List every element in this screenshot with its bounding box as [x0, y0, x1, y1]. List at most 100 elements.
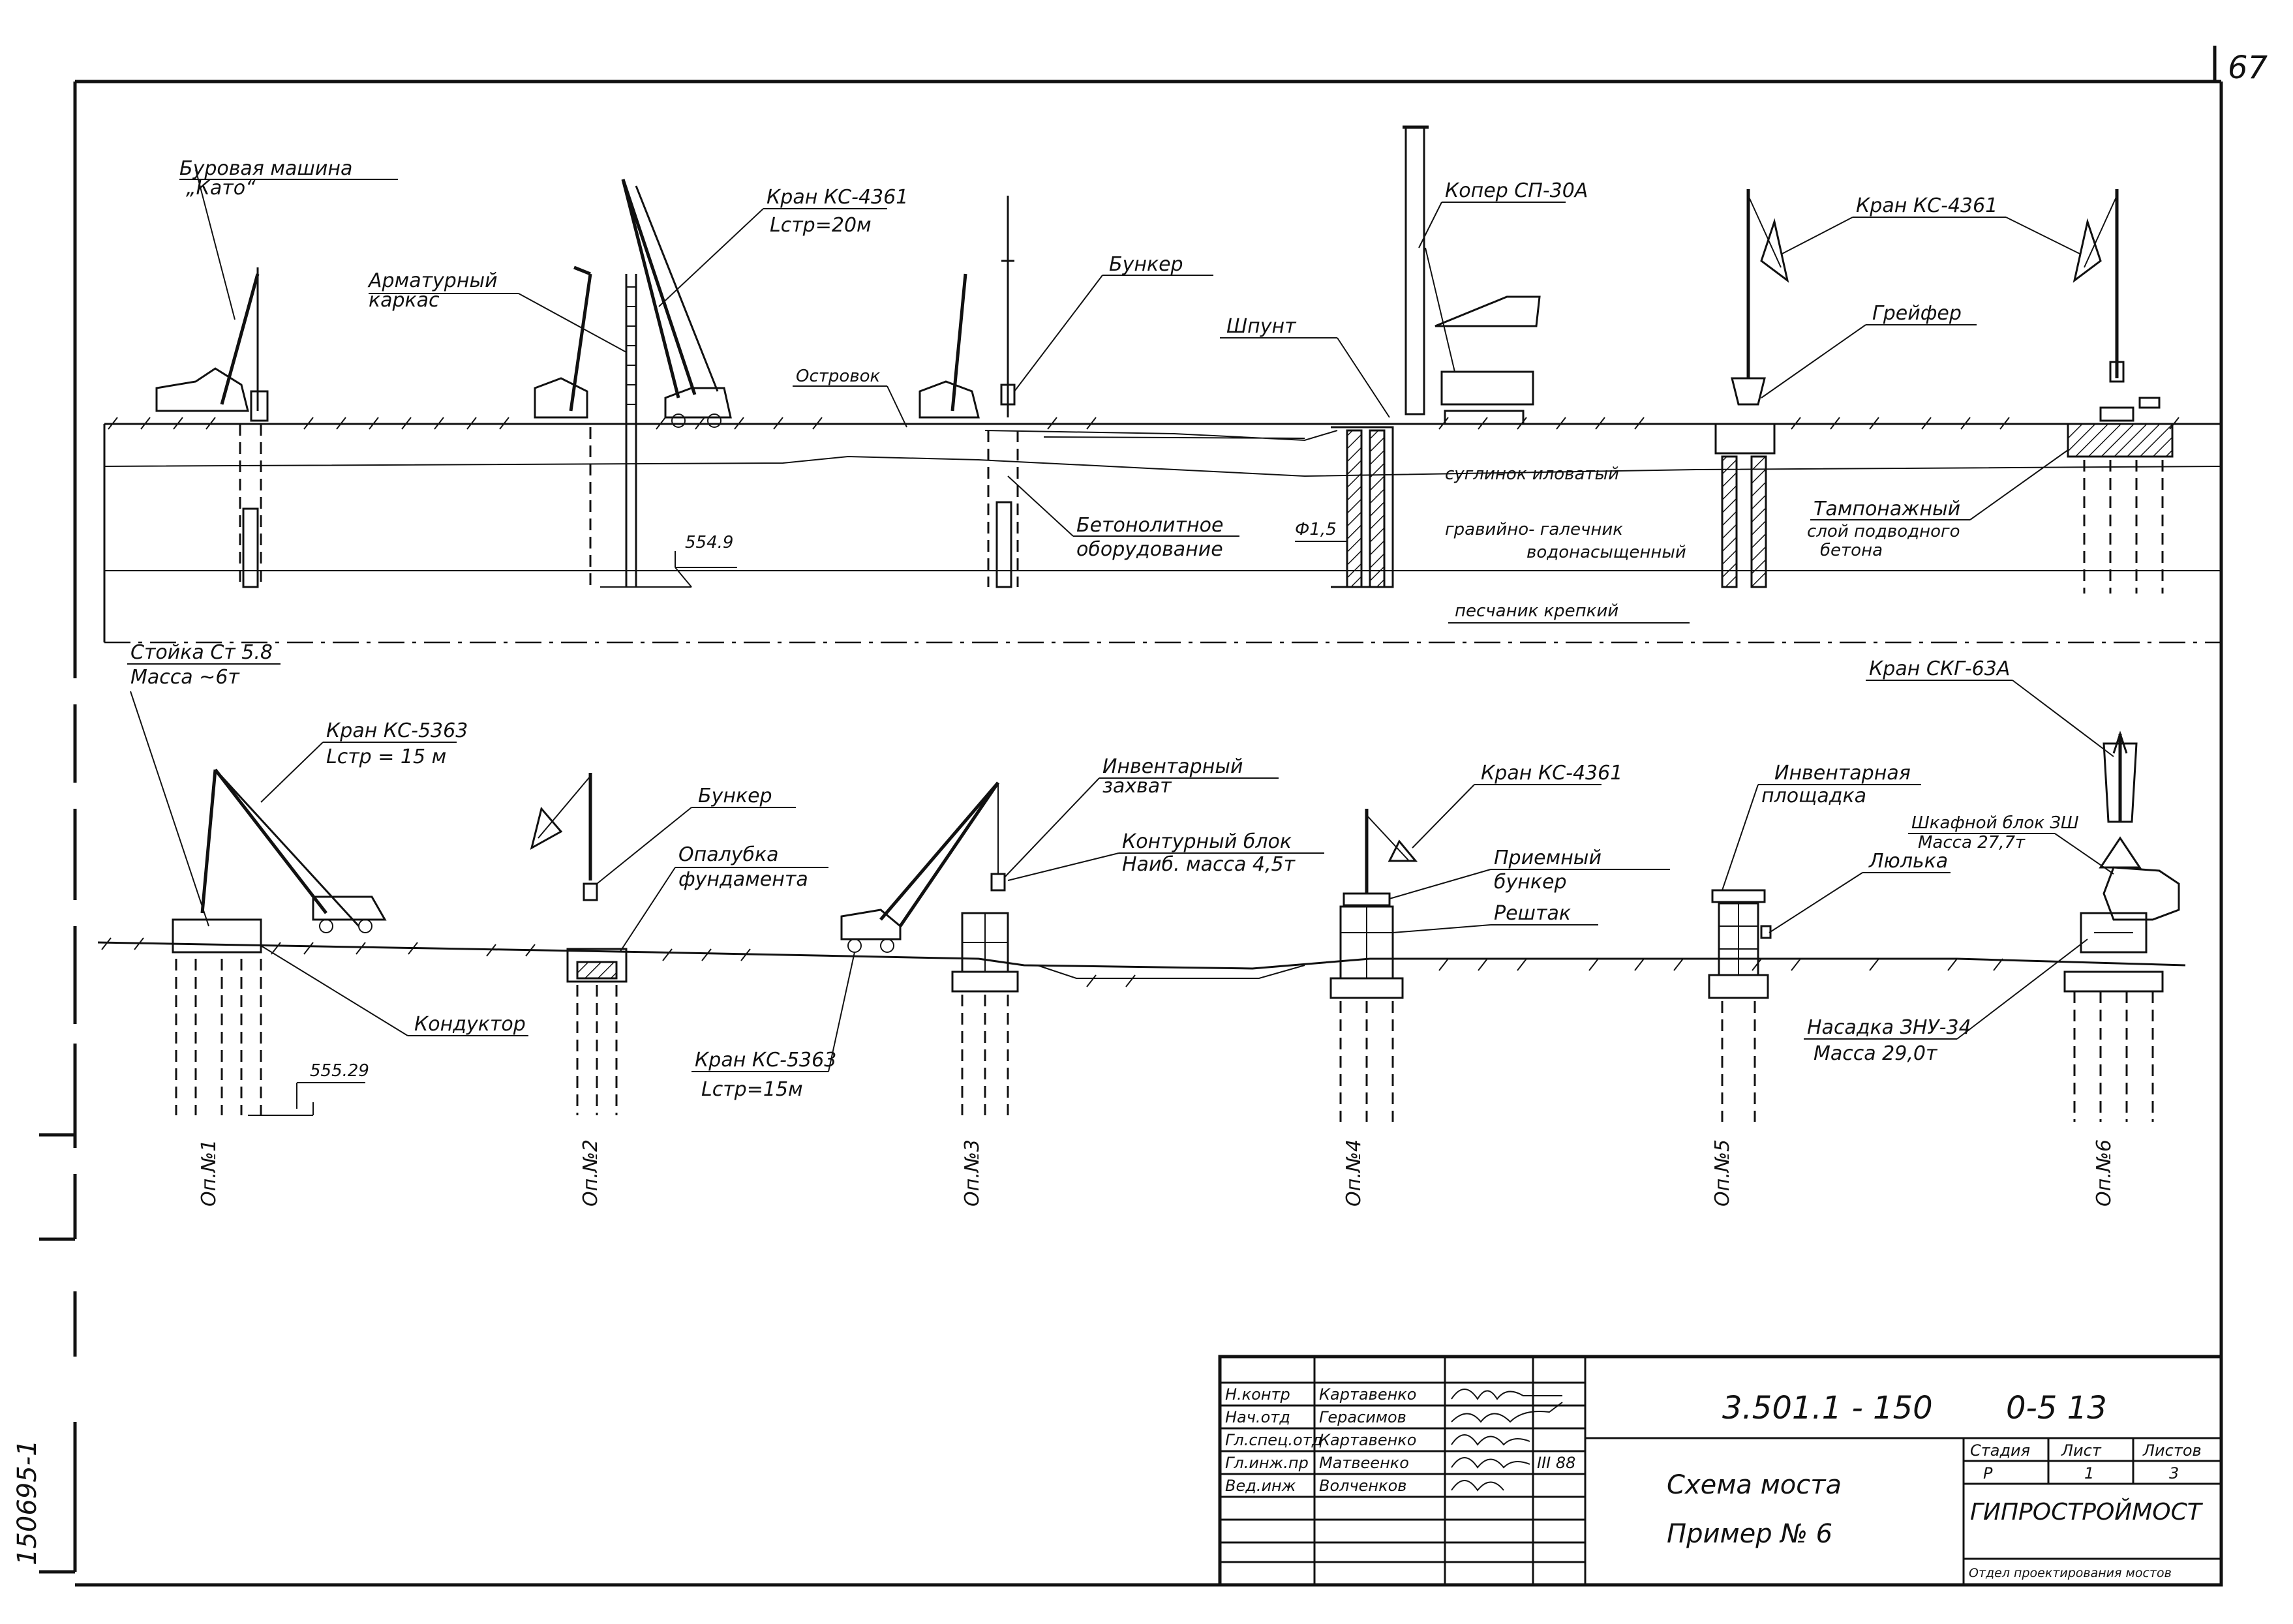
tamponage-pit: [2067, 189, 2174, 594]
tb-name-0: Картавенко: [1319, 1385, 1416, 1404]
drill-rig-3: [919, 196, 1019, 588]
label-elevation-bottom: 555.29: [310, 1061, 369, 1081]
label-drill-2: „Като“: [186, 177, 256, 200]
label-platform: Инвентарная: [1774, 762, 1911, 785]
tb-name-2: Картавенко: [1319, 1431, 1416, 1449]
stage-value-0: Р: [1983, 1464, 1993, 1482]
label-cabinet-2: Масса 27,7т: [1918, 833, 2026, 852]
crane-top-left: [621, 179, 732, 428]
sheet-frame: [39, 46, 2223, 1587]
stage-header-2: Листов: [2142, 1441, 2202, 1460]
label-concrete-eq: Бетонолитное: [1076, 514, 1223, 537]
top-geology: [103, 417, 2222, 644]
support-5: [1708, 889, 1772, 1122]
support-4: [1329, 809, 1418, 1122]
tb-name-4: Волченков: [1319, 1477, 1406, 1495]
label-cabinet: Шкафной блок ЗШ: [1911, 813, 2079, 833]
support-label-5: Оп.№5: [1711, 1139, 1734, 1207]
label-crane-5363-b: Кран КС-5363: [695, 1049, 836, 1072]
side-stamp: 150695-1: [12, 1439, 42, 1565]
label-receiving: Приемный: [1494, 847, 1602, 869]
label-bunker-top: Бункер: [1109, 253, 1183, 276]
page-number: 67: [2228, 50, 2268, 86]
label-drill: Буровая машина: [179, 157, 352, 180]
org-name: ГИПРОСТРОЙМОСТ: [1970, 1498, 2204, 1526]
label-cap: Насадка ЗНУ-34: [1807, 1016, 1971, 1039]
drawing-title-2: Пример № 6: [1667, 1519, 1832, 1549]
label-rebar-2: каркас: [369, 289, 440, 312]
title-block: [1218, 1355, 2223, 1587]
label-crane-5363-a: Кран КС-5363: [326, 719, 468, 742]
signatures: [1451, 1389, 1563, 1492]
label-contour: Контурный блок: [1122, 830, 1292, 853]
support-6: [2063, 730, 2180, 1122]
tb-role-4: Вед.инж: [1225, 1477, 1296, 1495]
support-2: [530, 773, 628, 1115]
label-post-2: Масса ~6т: [130, 666, 240, 689]
label-concrete-eq-2: оборудование: [1076, 538, 1223, 561]
label-cap-2: Масса 29,0т: [1814, 1042, 1938, 1065]
label-contour-2: Наиб. масса 4,5т: [1122, 853, 1296, 876]
support-1: [172, 768, 387, 1115]
label-koper: Копер СП-30А: [1445, 179, 1588, 202]
grab-crane: [1714, 189, 1789, 588]
label-grip: Инвентарный: [1102, 755, 1243, 778]
label-tamponage-3: бетона: [1820, 541, 1883, 560]
label-elevation-top: 554.9: [685, 533, 733, 552]
label-shpunt: Шпунт: [1226, 315, 1297, 338]
tb-name-1: Герасимов: [1319, 1408, 1406, 1426]
label-rebar: Арматурный: [367, 269, 498, 292]
label-crane-4361-b: Кран КС-4361: [1481, 762, 1622, 785]
label-post: Стойка Ст 5.8: [130, 641, 273, 664]
label-receiving-2: бункер: [1494, 871, 1567, 894]
label-crane-5363-a-2: Lстр = 15 м: [326, 745, 446, 768]
label-soil-loam: суглинок иловатый: [1445, 464, 1619, 484]
label-tamponage-2: слой подводного: [1807, 522, 1960, 541]
dept-name: Отдел проектирования мостов: [1969, 1566, 2172, 1580]
support-label-3: Оп.№3: [961, 1139, 984, 1207]
label-crane-top-left: Кран КС-4361: [767, 186, 908, 209]
support-label-1: Оп.№1: [198, 1139, 220, 1207]
stage-header-1: Лист: [2061, 1441, 2102, 1460]
bottom-ground: [97, 937, 2186, 987]
label-ostrovok: Островок: [796, 367, 881, 386]
tb-date: III 88: [1537, 1454, 1575, 1472]
support-label-6: Оп.№6: [2093, 1139, 2116, 1207]
drill-machine: [155, 169, 269, 588]
label-conductor: Кондуктор: [414, 1013, 526, 1036]
support-labels: Оп.№1 Оп.№2 Оп.№3 Оп.№4 Оп.№5 Оп.№6: [198, 1139, 2116, 1207]
label-grab: Грейфер: [1872, 302, 1962, 325]
label-soil-gravel: гравийно- галечник: [1445, 520, 1623, 539]
label-crane-skg: Кран СКГ-63А: [1869, 657, 2010, 680]
label-soil-sandstone: песчаник крепкий: [1455, 601, 1618, 621]
label-platform-2: площадка: [1761, 785, 1866, 807]
label-crane-top-left-2: Lстр=20м: [770, 214, 872, 237]
tb-role-1: Нач.отд: [1225, 1408, 1290, 1426]
tb-role-0: Н.контр: [1225, 1385, 1290, 1404]
elevation-marker-top: [675, 551, 737, 588]
doc-code: 3.501.1 - 150: [1722, 1390, 1933, 1426]
label-diam: Ф1,5: [1295, 520, 1337, 539]
tb-name-3: Матвеенко: [1319, 1454, 1409, 1472]
stage-value-2: 3: [2169, 1464, 2179, 1482]
support-label-4: Оп.№4: [1343, 1139, 1365, 1207]
label-bunker-bottom: Бункер: [698, 785, 772, 807]
label-soil-gravel-2: водонасыщенный: [1526, 543, 1686, 562]
rebar-cage-rig: [534, 265, 691, 588]
support-label-2: Оп.№2: [579, 1139, 602, 1207]
label-crane-5363-b-2: Lстр=15м: [701, 1078, 803, 1101]
drawing-title-1: Схема моста: [1667, 1470, 1842, 1500]
elevation-marker-bottom: [248, 1082, 365, 1116]
tb-role-3: Гл.инж.пр: [1225, 1454, 1309, 1472]
pile-driver: [1331, 125, 1541, 588]
tb-role-2: Гл.спец.отд: [1225, 1431, 1322, 1449]
label-formwork-2: фундамента: [678, 868, 808, 891]
label-tamponage: Тампонажный: [1814, 498, 1960, 520]
label-reshtak: Рештак: [1494, 902, 1571, 925]
support-3: [840, 781, 1019, 1115]
label-crane-top-right: Кран КС-4361: [1856, 194, 1997, 217]
label-cradle: Люлька: [1868, 850, 1948, 873]
stage-value-1: 1: [2084, 1464, 2094, 1482]
label-formwork: Опалубка: [678, 843, 779, 866]
